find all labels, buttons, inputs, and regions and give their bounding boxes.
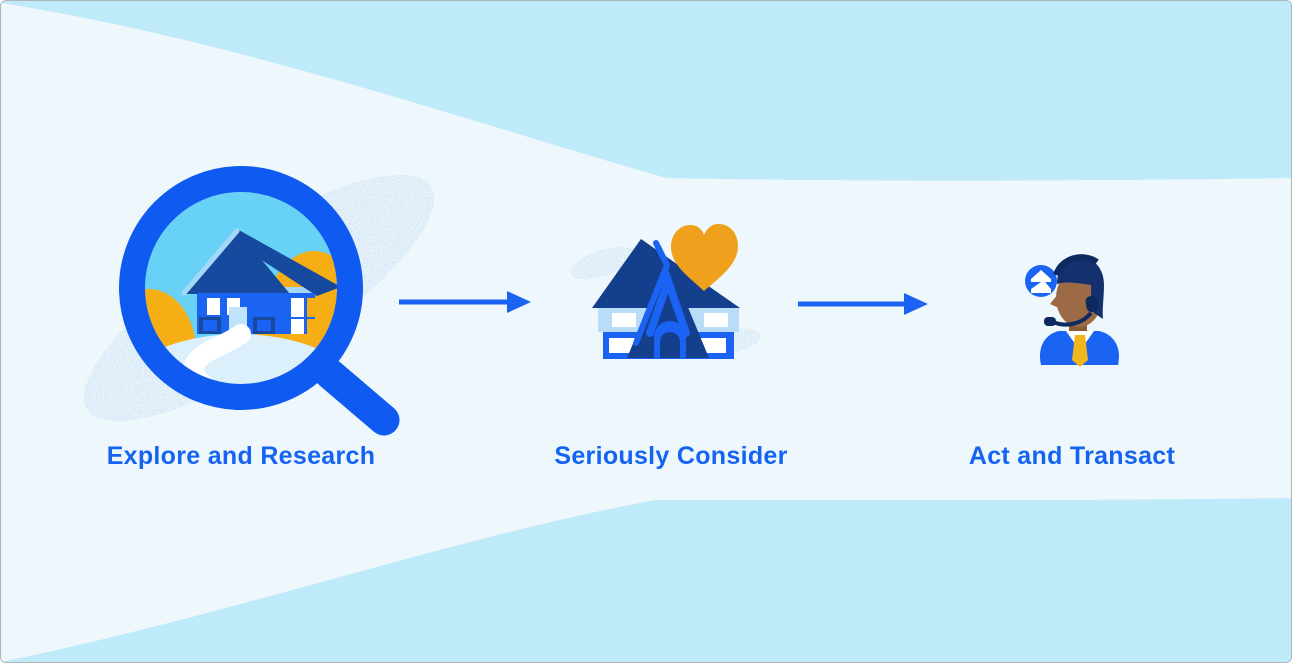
stage-label-explore: Explore and Research [106, 442, 376, 470]
magnifier-handle [314, 358, 400, 436]
headset-earcup [1085, 295, 1099, 313]
arrow-right-icon [399, 291, 531, 313]
stage-label-act: Act and Transact [968, 442, 1176, 470]
arrow-right-icon [798, 293, 928, 315]
magnifying-glass-house-icon [119, 166, 400, 436]
stage-label-consider: Seriously Consider [554, 442, 788, 470]
headset-mic [1044, 317, 1056, 326]
heart-icon [671, 224, 738, 291]
house-with-heart-icon [592, 224, 740, 359]
tie [1072, 335, 1088, 367]
headset-band [1053, 254, 1099, 277]
magnifier-ring [119, 166, 363, 410]
agent-with-headset-icon [1025, 254, 1120, 367]
